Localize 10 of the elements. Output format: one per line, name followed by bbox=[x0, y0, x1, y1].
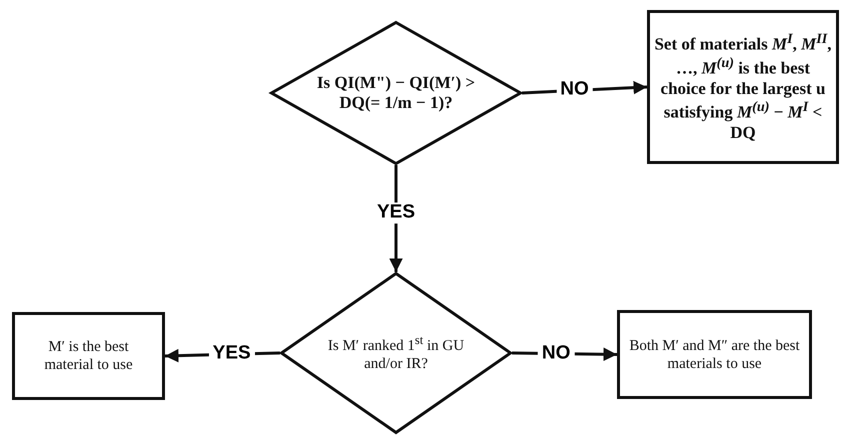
result-box bbox=[647, 10, 839, 164]
decision-diamond bbox=[280, 272, 512, 434]
result-box bbox=[12, 312, 165, 400]
node-text: Both M′ and M″ are the best materials to use bbox=[628, 336, 801, 372]
node-text: Is M′ ranked 1$^{st}$ in GU and/or IR? bbox=[326, 333, 466, 373]
decision-diamond bbox=[270, 21, 522, 165]
result-box bbox=[617, 310, 812, 399]
node-text: M′ is the best material to use bbox=[43, 338, 134, 374]
node-text: Set of materials M$^{I}$, M$^{II}$, …, M$^{(u)}$ is the best choice for the largest u satisfying M$^{(u)}$ − M$^{I}$ < DQ bbox=[653, 30, 833, 144]
node-text: Is QI(M") − QI(M′) > DQ(= 1/m − 1)? bbox=[316, 72, 476, 114]
